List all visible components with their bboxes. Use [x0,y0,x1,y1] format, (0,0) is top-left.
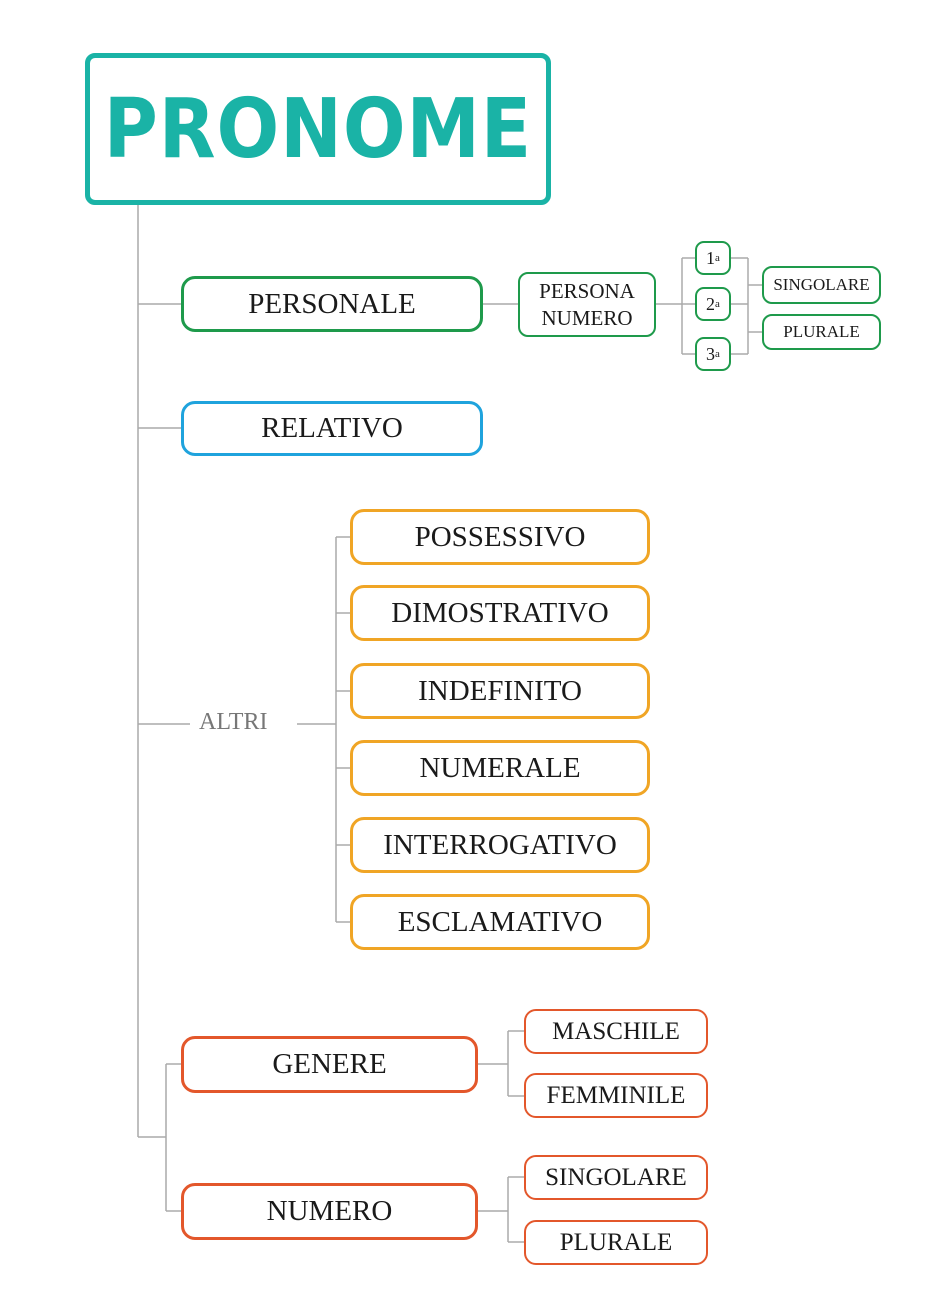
node-personale-plurale: PLURALE [762,314,881,350]
femminile-label: FEMMINILE [546,1081,686,1109]
node-femminile: FEMMINILE [524,1073,708,1118]
person-2-num: 2 [706,293,716,314]
node-genere: GENERE [181,1036,478,1093]
title-text: PRONOME [103,81,533,177]
node-relativo-label: RELATIVO [261,412,403,444]
numero-plurale-label: PLURALE [559,1228,673,1256]
node-possessivo: POSSESSIVO [350,509,650,565]
personale-plurale-label: PLURALE [783,322,860,341]
numerale-label: NUMERALE [419,751,581,784]
node-relativo: RELATIVO [181,401,483,456]
maschile-label: MASCHILE [552,1017,680,1045]
node-indefinito: INDEFINITO [350,663,650,719]
dimostrativo-label: DIMOSTRATIVO [391,596,609,629]
node-genere-label: GENERE [272,1048,387,1080]
indefinito-label: INDEFINITO [418,674,582,707]
personale-singolare-label: SINGOLARE [773,275,870,294]
node-esclamativo: ESCLAMATIVO [350,894,650,950]
possessivo-label: POSSESSIVO [414,520,586,553]
node-maschile: MASCHILE [524,1009,708,1054]
altri-label: ALTRI [199,709,268,735]
node-persona-numero: PERSONA NUMERO [518,272,656,337]
node-personale-label: PERSONALE [248,287,416,320]
node-dimostrativo: DIMOSTRATIVO [350,585,650,641]
person-3-num: 3 [706,343,716,364]
node-numero-plurale: PLURALE [524,1220,708,1265]
node-personale-singolare: SINGOLARE [762,266,881,304]
numero-singolare-label: SINGOLARE [545,1163,687,1191]
node-numero-singolare: SINGOLARE [524,1155,708,1200]
person-1-num: 1 [706,247,716,268]
node-numero-label: NUMERO [266,1195,393,1227]
node-interrogativo: INTERROGATIVO [350,817,650,873]
persona-label: PERSONA [539,279,635,304]
node-personale: PERSONALE [181,276,483,332]
title-box: PRONOME [85,53,551,205]
person-2-sup: a [715,298,720,310]
node-numerale: NUMERALE [350,740,650,796]
numero-label: NUMERO [541,305,633,330]
person-1-sup: a [715,252,720,264]
interrogativo-label: INTERROGATIVO [383,828,617,861]
esclamativo-label: ESCLAMATIVO [397,905,603,938]
node-numero: NUMERO [181,1183,478,1240]
person-3-sup: a [715,348,720,360]
